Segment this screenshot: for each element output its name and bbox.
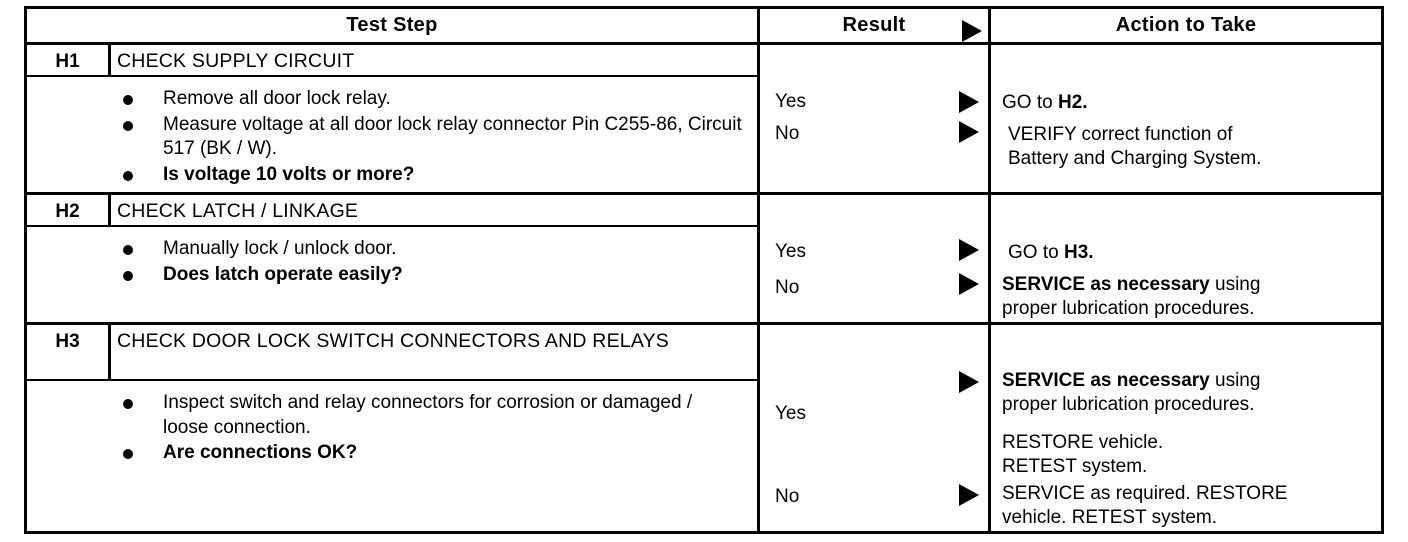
bullet-dot-icon	[123, 449, 133, 459]
action-line: proper lubrication procedures.	[1002, 298, 1255, 319]
result-no-h3: No	[775, 486, 800, 507]
bullet-dot-icon	[123, 120, 133, 131]
action-line: SERVICE as necessary using	[1002, 273, 1380, 297]
step-bullets-h2: Manually lock / unlock door. Does latch …	[117, 237, 742, 288]
bullet-dot-icon	[123, 95, 133, 105]
bullet-item: Does latch operate easily?	[117, 263, 742, 288]
step-code-h3: H3	[55, 331, 80, 352]
bullet-item: Manually lock / unlock door.	[117, 237, 742, 262]
action-tail: using	[1209, 274, 1261, 295]
column-divider-action	[988, 9, 991, 531]
result-no-h1: No	[775, 123, 800, 144]
step-bullets-h3: Inspect switch and relay connectors for …	[117, 391, 742, 467]
action-yes-h1: GO to H2.	[1002, 91, 1380, 115]
step-code-divider-h3	[108, 322, 111, 379]
action-no-h2: SERVICE as necessary using proper lubric…	[1002, 273, 1380, 321]
action-line: SERVICE as required. RESTORE	[1002, 483, 1288, 504]
bullet-text: Remove all door lock relay.	[163, 88, 391, 109]
step-code-divider-h1	[108, 42, 111, 75]
result-yes-h2: Yes	[775, 241, 806, 262]
bullet-item: Remove all door lock relay.	[117, 87, 742, 112]
action-yes-h3-restore: RESTORE vehicle. RETEST system.	[1002, 431, 1380, 479]
action-lead: GO to	[1008, 242, 1064, 263]
row-divider-h1-h2	[27, 192, 1381, 195]
bullet-item: Is voltage 10 volts or more?	[117, 163, 742, 188]
header-result-label: Result	[842, 14, 906, 36]
action-line: proper lubrication procedures.	[1002, 394, 1255, 415]
action-strong: SERVICE as necessary	[1002, 274, 1210, 295]
action-no-h3: SERVICE as required. RESTORE vehicle. RE…	[1002, 482, 1380, 530]
step-title-h3: CHECK DOOR LOCK SWITCH CONNECTORS AND RE…	[117, 330, 669, 352]
bullet-text: Are connections OK?	[163, 442, 358, 463]
bullet-item: Measure voltage at all door lock relay c…	[117, 113, 742, 162]
bullet-text: Does latch operate easily?	[163, 263, 403, 285]
action-line: SERVICE as necessary using	[1002, 369, 1380, 393]
header-result-arrow-icon	[962, 20, 982, 42]
action-line: Battery and Charging System.	[1008, 148, 1262, 169]
step-title-rule-h1	[27, 75, 757, 77]
action-line: VERIFY correct function of	[1008, 124, 1233, 145]
step-code-h1: H1	[55, 51, 80, 72]
bullet-item: Are connections OK?	[117, 441, 742, 466]
result-yes-h3: Yes	[775, 403, 806, 424]
action-line: RESTORE vehicle.	[1002, 432, 1164, 453]
action-tail: using	[1209, 370, 1261, 391]
result-arrow-yes-h1	[959, 91, 979, 113]
step-title-rule-h2	[27, 225, 757, 227]
step-code-divider-h2	[108, 192, 111, 225]
result-arrow-yes-h3	[959, 371, 979, 393]
result-no-h2: No	[775, 277, 800, 298]
column-divider-result	[757, 9, 760, 531]
step-code-h2: H2	[55, 201, 80, 222]
result-yes-h1: Yes	[775, 91, 806, 112]
action-target: H3.	[1063, 242, 1094, 263]
bullet-dot-icon	[123, 170, 133, 181]
action-yes-h3: SERVICE as necessary using proper lubric…	[1002, 369, 1380, 417]
bullet-text: Measure voltage at all door lock relay c…	[163, 113, 742, 160]
header-test-step: Test Step	[346, 14, 438, 36]
row-divider-header	[27, 42, 1381, 45]
action-line: vehicle. RETEST system.	[1002, 507, 1218, 528]
result-arrow-no-h2	[959, 273, 979, 295]
header-action-to-take: Action to Take	[1115, 14, 1257, 36]
bullet-dot-icon	[123, 270, 133, 281]
action-yes-h2: GO to H3.	[1008, 241, 1386, 265]
step-title-h1: CHECK SUPPLY CIRCUIT	[117, 50, 355, 72]
bullet-text: Is voltage 10 volts or more?	[163, 163, 415, 185]
bullet-dot-icon	[123, 245, 133, 255]
action-no-h1: VERIFY correct function of Battery and C…	[1008, 123, 1386, 171]
bullet-item: Inspect switch and relay connectors for …	[117, 391, 742, 440]
step-title-rule-h3	[27, 379, 757, 381]
action-lead: GO to	[1002, 92, 1058, 113]
pinpoint-test-table: Test Step Result Action to Take H1 CHECK…	[24, 6, 1384, 534]
result-arrow-yes-h2	[959, 239, 979, 261]
action-strong: SERVICE as necessary	[1002, 370, 1210, 391]
bullet-text: Manually lock / unlock door.	[163, 238, 397, 259]
bullet-text: Inspect switch and relay connectors for …	[163, 392, 693, 438]
header-result: Result	[760, 9, 988, 42]
step-bullets-h1: Remove all door lock relay. Measure volt…	[117, 87, 742, 188]
row-divider-h2-h3	[27, 322, 1381, 325]
action-line: RETEST system.	[1002, 456, 1148, 477]
action-target: H2.	[1057, 92, 1088, 113]
bullet-dot-icon	[123, 399, 133, 409]
result-arrow-no-h1	[959, 121, 979, 143]
step-title-h2: CHECK LATCH / LINKAGE	[117, 200, 359, 222]
result-arrow-no-h3	[959, 484, 979, 506]
